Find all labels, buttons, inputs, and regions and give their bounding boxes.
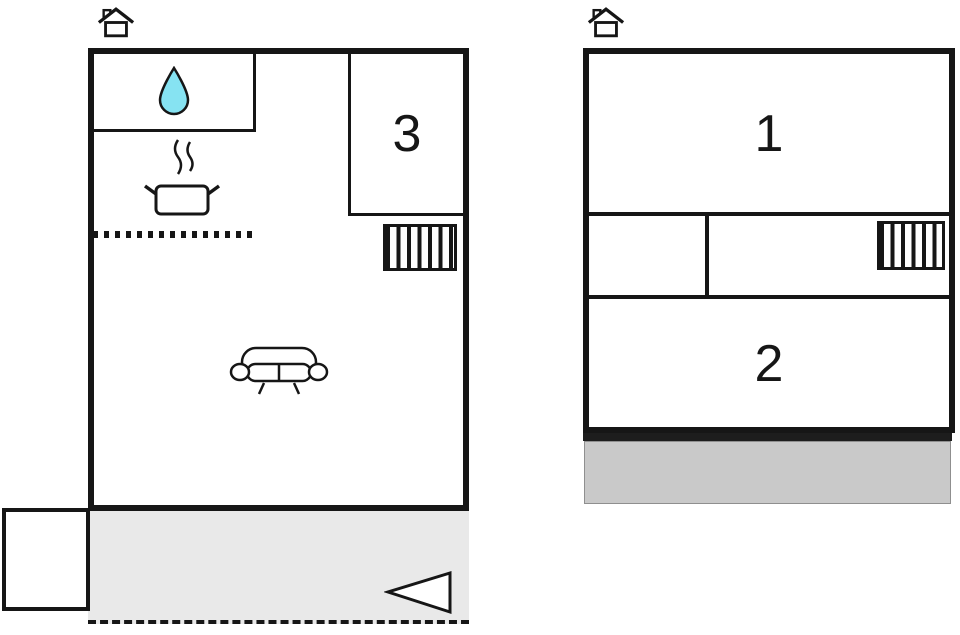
wall-divider <box>589 295 949 299</box>
stove-icon <box>140 136 224 224</box>
sink-area <box>94 54 256 132</box>
arrow-left-icon <box>384 570 452 615</box>
wall-divider <box>589 212 949 216</box>
room-3: 3 <box>348 54 463 216</box>
room-3-label: 3 <box>392 104 422 163</box>
house-icon <box>97 7 135 38</box>
room-1-label: 1 <box>754 105 784 163</box>
house-icon <box>587 7 625 38</box>
room-1: 1 <box>589 58 949 210</box>
kitchen-counter-dotted-line <box>93 231 258 238</box>
room-2: 2 <box>589 299 949 429</box>
left-building-outline <box>88 48 469 511</box>
stairs-icon <box>383 224 457 271</box>
sofa-icon <box>226 342 330 408</box>
water-drop-icon <box>158 65 189 115</box>
stairs-icon <box>877 221 945 270</box>
room-2-label: 2 <box>754 335 784 393</box>
balcony-area <box>584 441 951 504</box>
balcony-wall <box>583 433 952 441</box>
entry-porch <box>2 508 90 611</box>
wall-divider <box>705 212 709 299</box>
terrace-area <box>88 511 469 624</box>
